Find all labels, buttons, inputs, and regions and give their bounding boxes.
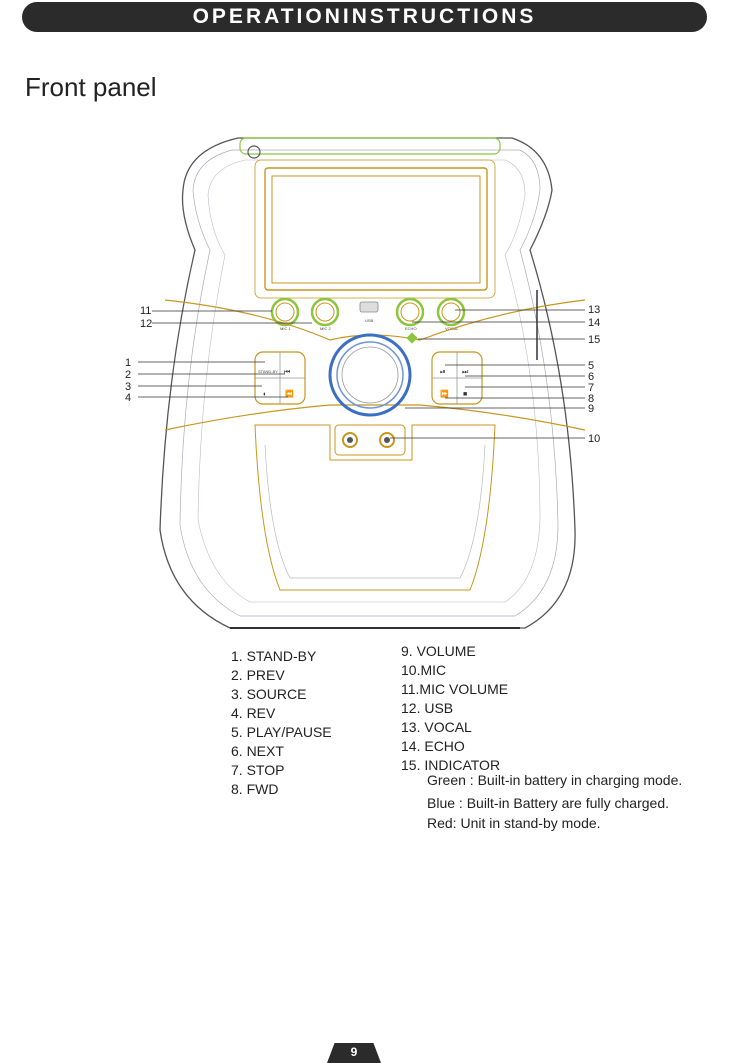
label-mic1: MIC 1	[280, 326, 291, 331]
play-pause-icon: ⏯	[440, 369, 446, 376]
legend-item: 8. FWD	[231, 781, 279, 797]
stop-icon: ■	[463, 391, 467, 398]
callout-15: 15	[588, 334, 600, 346]
rev-icon: ⏪	[285, 389, 294, 398]
callout-1: 1	[125, 357, 131, 369]
source-icon: ◐	[263, 391, 267, 398]
mic-jack-2	[379, 432, 395, 448]
echo-knob	[395, 297, 425, 327]
legend-item: 9. VOLUME	[401, 643, 476, 659]
fwd-icon: ⏩	[440, 389, 449, 398]
next-icon: ⏭	[462, 369, 469, 376]
callout-11: 11	[140, 305, 151, 317]
legend-item: 3. SOURCE	[231, 686, 307, 702]
mic-jack-1	[342, 432, 358, 448]
legend-item: 6. NEXT	[231, 743, 284, 759]
indicator-note-red: Red: Unit in stand-by mode.	[427, 815, 601, 831]
callout-3: 3	[125, 381, 131, 393]
legend-item: 4. REV	[231, 705, 276, 721]
legend-right: 9. VOLUME 10.MIC 11.MIC VOLUME 12. USB 1…	[401, 642, 508, 775]
vocal-knob	[436, 297, 466, 327]
callout-8: 8	[588, 393, 594, 405]
label-usb: USB	[365, 318, 374, 323]
callout-14: 14	[588, 317, 600, 329]
legend-item: 2. PREV	[231, 667, 285, 683]
mic-jack-panel	[334, 424, 406, 456]
indicator-led	[406, 332, 418, 344]
callout-4: 4	[125, 392, 131, 404]
callout-2: 2	[125, 369, 131, 381]
page-number: 9	[350, 1045, 358, 1059]
volume-dial	[328, 333, 412, 417]
callout-9: 9	[588, 403, 594, 415]
callout-6: 6	[588, 371, 594, 383]
mic1-volume-knob	[270, 297, 300, 327]
indicator-note-blue: Blue : Built-in Battery are fully charge…	[427, 795, 670, 811]
top-handle	[239, 137, 501, 155]
label-echo: ECHO	[405, 326, 417, 331]
prev-icon: ⏮	[284, 369, 290, 376]
legend-item: 15. INDICATOR	[401, 757, 501, 773]
legend-item: 10.MIC	[401, 662, 447, 678]
label-mic2: MIC 2	[320, 326, 331, 331]
label-standby: STAND-BY	[258, 369, 278, 374]
legend-item: 7. STOP	[231, 762, 285, 778]
legend-item: 13. VOCAL	[401, 719, 472, 735]
device-body	[159, 137, 576, 629]
header-title: OPERATIONINSTRUCTIONS	[192, 5, 537, 28]
legend-item: 12. USB	[401, 700, 454, 716]
page-number-tab: 9	[327, 1043, 381, 1063]
legend-item: 14. ECHO	[401, 738, 465, 754]
legend-item: 1. STAND-BY	[231, 648, 317, 664]
section-title: Front panel	[25, 72, 157, 102]
legend-left: 1. STAND-BY 2. PREV 3. SOURCE 4. REV 5. …	[231, 647, 332, 799]
legend-item: 5. PLAY/PAUSE	[231, 724, 332, 740]
lower-basin	[254, 424, 496, 591]
callout-13: 13	[588, 304, 600, 316]
callout-10: 10	[588, 433, 600, 445]
display-screen	[264, 167, 488, 291]
usb-port	[359, 301, 379, 313]
callout-12: 12	[140, 318, 152, 330]
indicator-note-green: Green : Built-in battery in charging mod…	[427, 772, 683, 788]
callout-7: 7	[588, 382, 594, 394]
header-bar: OPERATIONINSTRUCTIONS	[22, 2, 707, 32]
legend-item: 11.MIC VOLUME	[401, 681, 509, 697]
mic2-volume-knob	[310, 297, 340, 327]
callout-5: 5	[588, 360, 594, 372]
